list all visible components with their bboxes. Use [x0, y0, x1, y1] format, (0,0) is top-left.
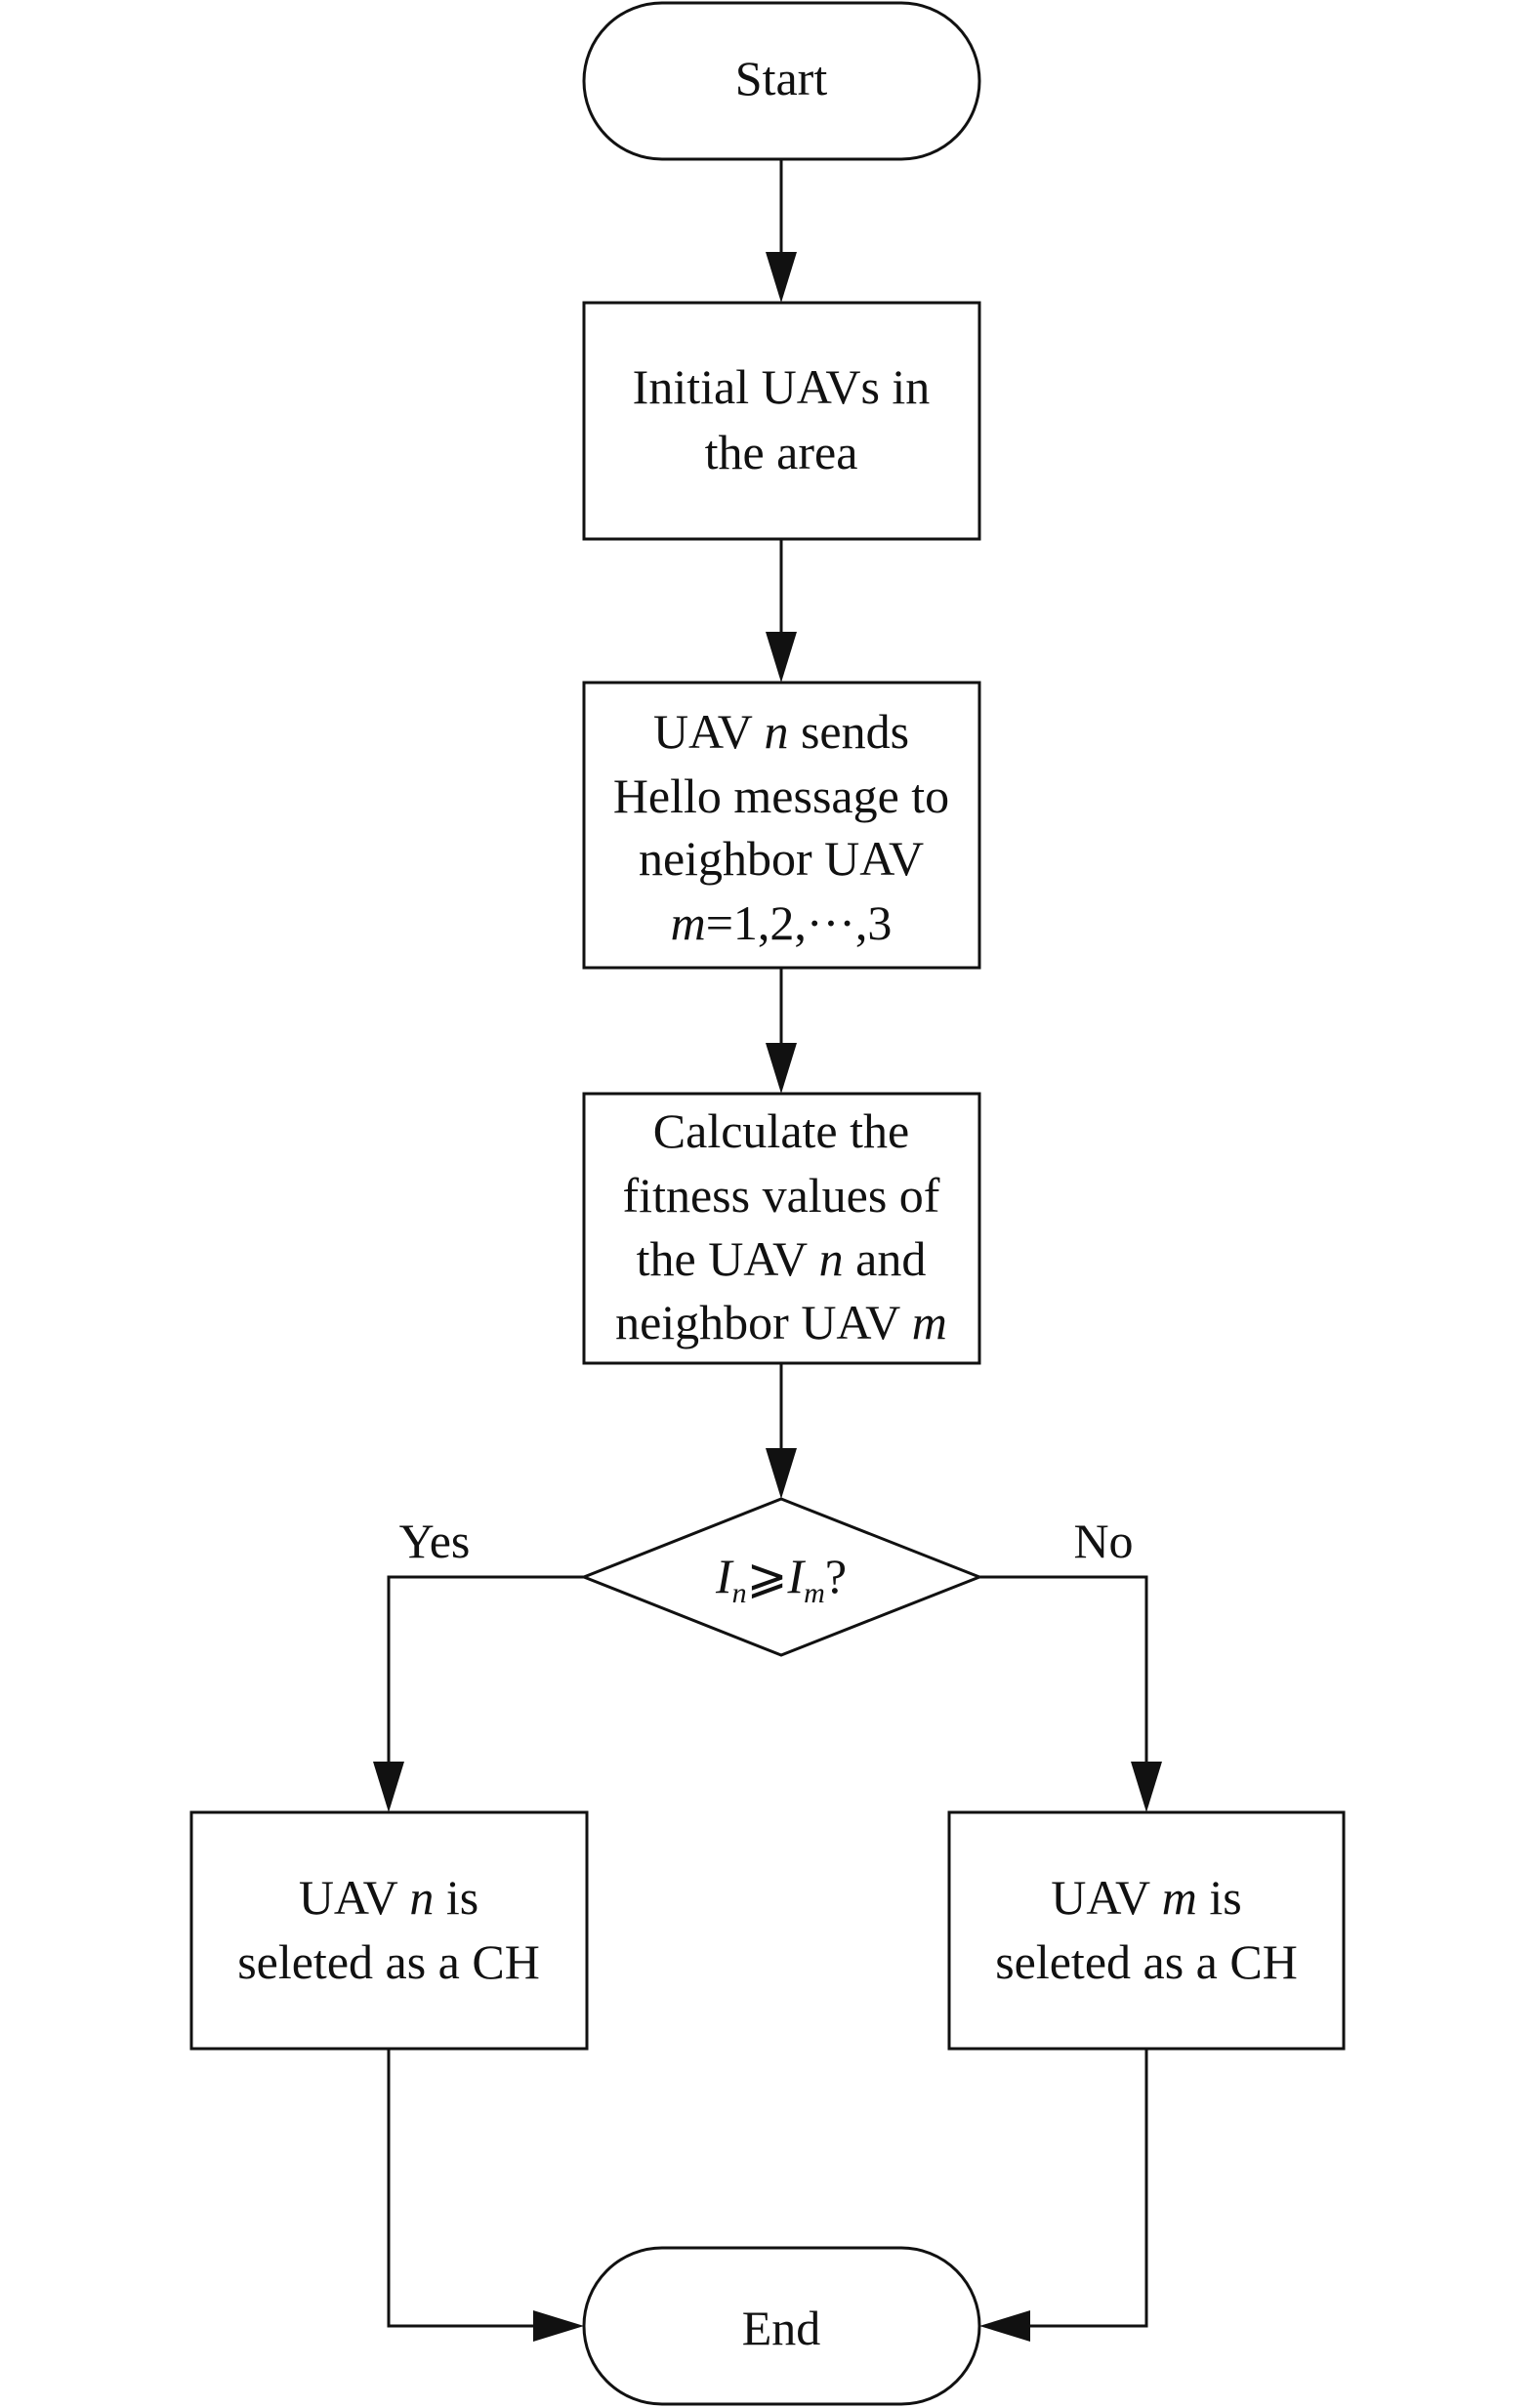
init-node: Initial UAVs in the area — [582, 301, 981, 541]
connector-fitness-decision — [766, 1363, 797, 1499]
ch-m-node: UAV m is seleted as a CH — [947, 1810, 1346, 2051]
ch-m-line-2: seleted as a CH — [995, 1934, 1298, 1989]
fitness-node: Calculate the fitness values of the UAV … — [582, 1092, 981, 1365]
fitness-line-3: the UAV n and — [637, 1231, 927, 1286]
fitness-line-2: fitness values of — [623, 1168, 940, 1223]
connector-yes-branch — [373, 1575, 584, 1812]
decision-node: In⩾Im? — [579, 1497, 984, 1657]
connector-init-hello — [766, 539, 797, 683]
start-label: Start — [735, 51, 828, 105]
hello-line-2: Hello message to — [613, 768, 949, 823]
fitness-line-4: neighbor UAV m — [615, 1295, 947, 1349]
ch-n-line-2: seleted as a CH — [237, 1934, 540, 1989]
ch-n-node: UAV n is seleted as a CH — [189, 1810, 589, 2051]
fitness-line-1: Calculate the — [653, 1103, 909, 1158]
no-label: No — [1073, 1514, 1133, 1568]
connector-start-init — [766, 159, 797, 303]
ch-n-line-1: UAV n is — [299, 1870, 478, 1925]
connector-ch-n-end — [387, 2049, 584, 2342]
hello-line-3: neighbor UAV — [639, 831, 924, 886]
start-node: Start — [582, 1, 981, 161]
decision-condition: In⩾Im? — [715, 1549, 847, 1609]
hello-line-4: m=1,2,···,3 — [671, 895, 893, 950]
connector-ch-m-end — [979, 2049, 1148, 2342]
ch-m-line-1: UAV m is — [1051, 1870, 1241, 1925]
yes-label: Yes — [399, 1514, 471, 1568]
connector-no-branch — [979, 1575, 1162, 1812]
hello-line-1: UAV n sends — [653, 704, 909, 759]
hello-node: UAV n sends Hello message to neighbor UA… — [582, 681, 981, 970]
end-label: End — [742, 2301, 821, 2355]
init-line-1: Initial UAVs in — [633, 359, 931, 414]
end-node: End — [582, 2246, 981, 2406]
connector-hello-fitness — [766, 968, 797, 1094]
init-line-2: the area — [705, 425, 858, 479]
